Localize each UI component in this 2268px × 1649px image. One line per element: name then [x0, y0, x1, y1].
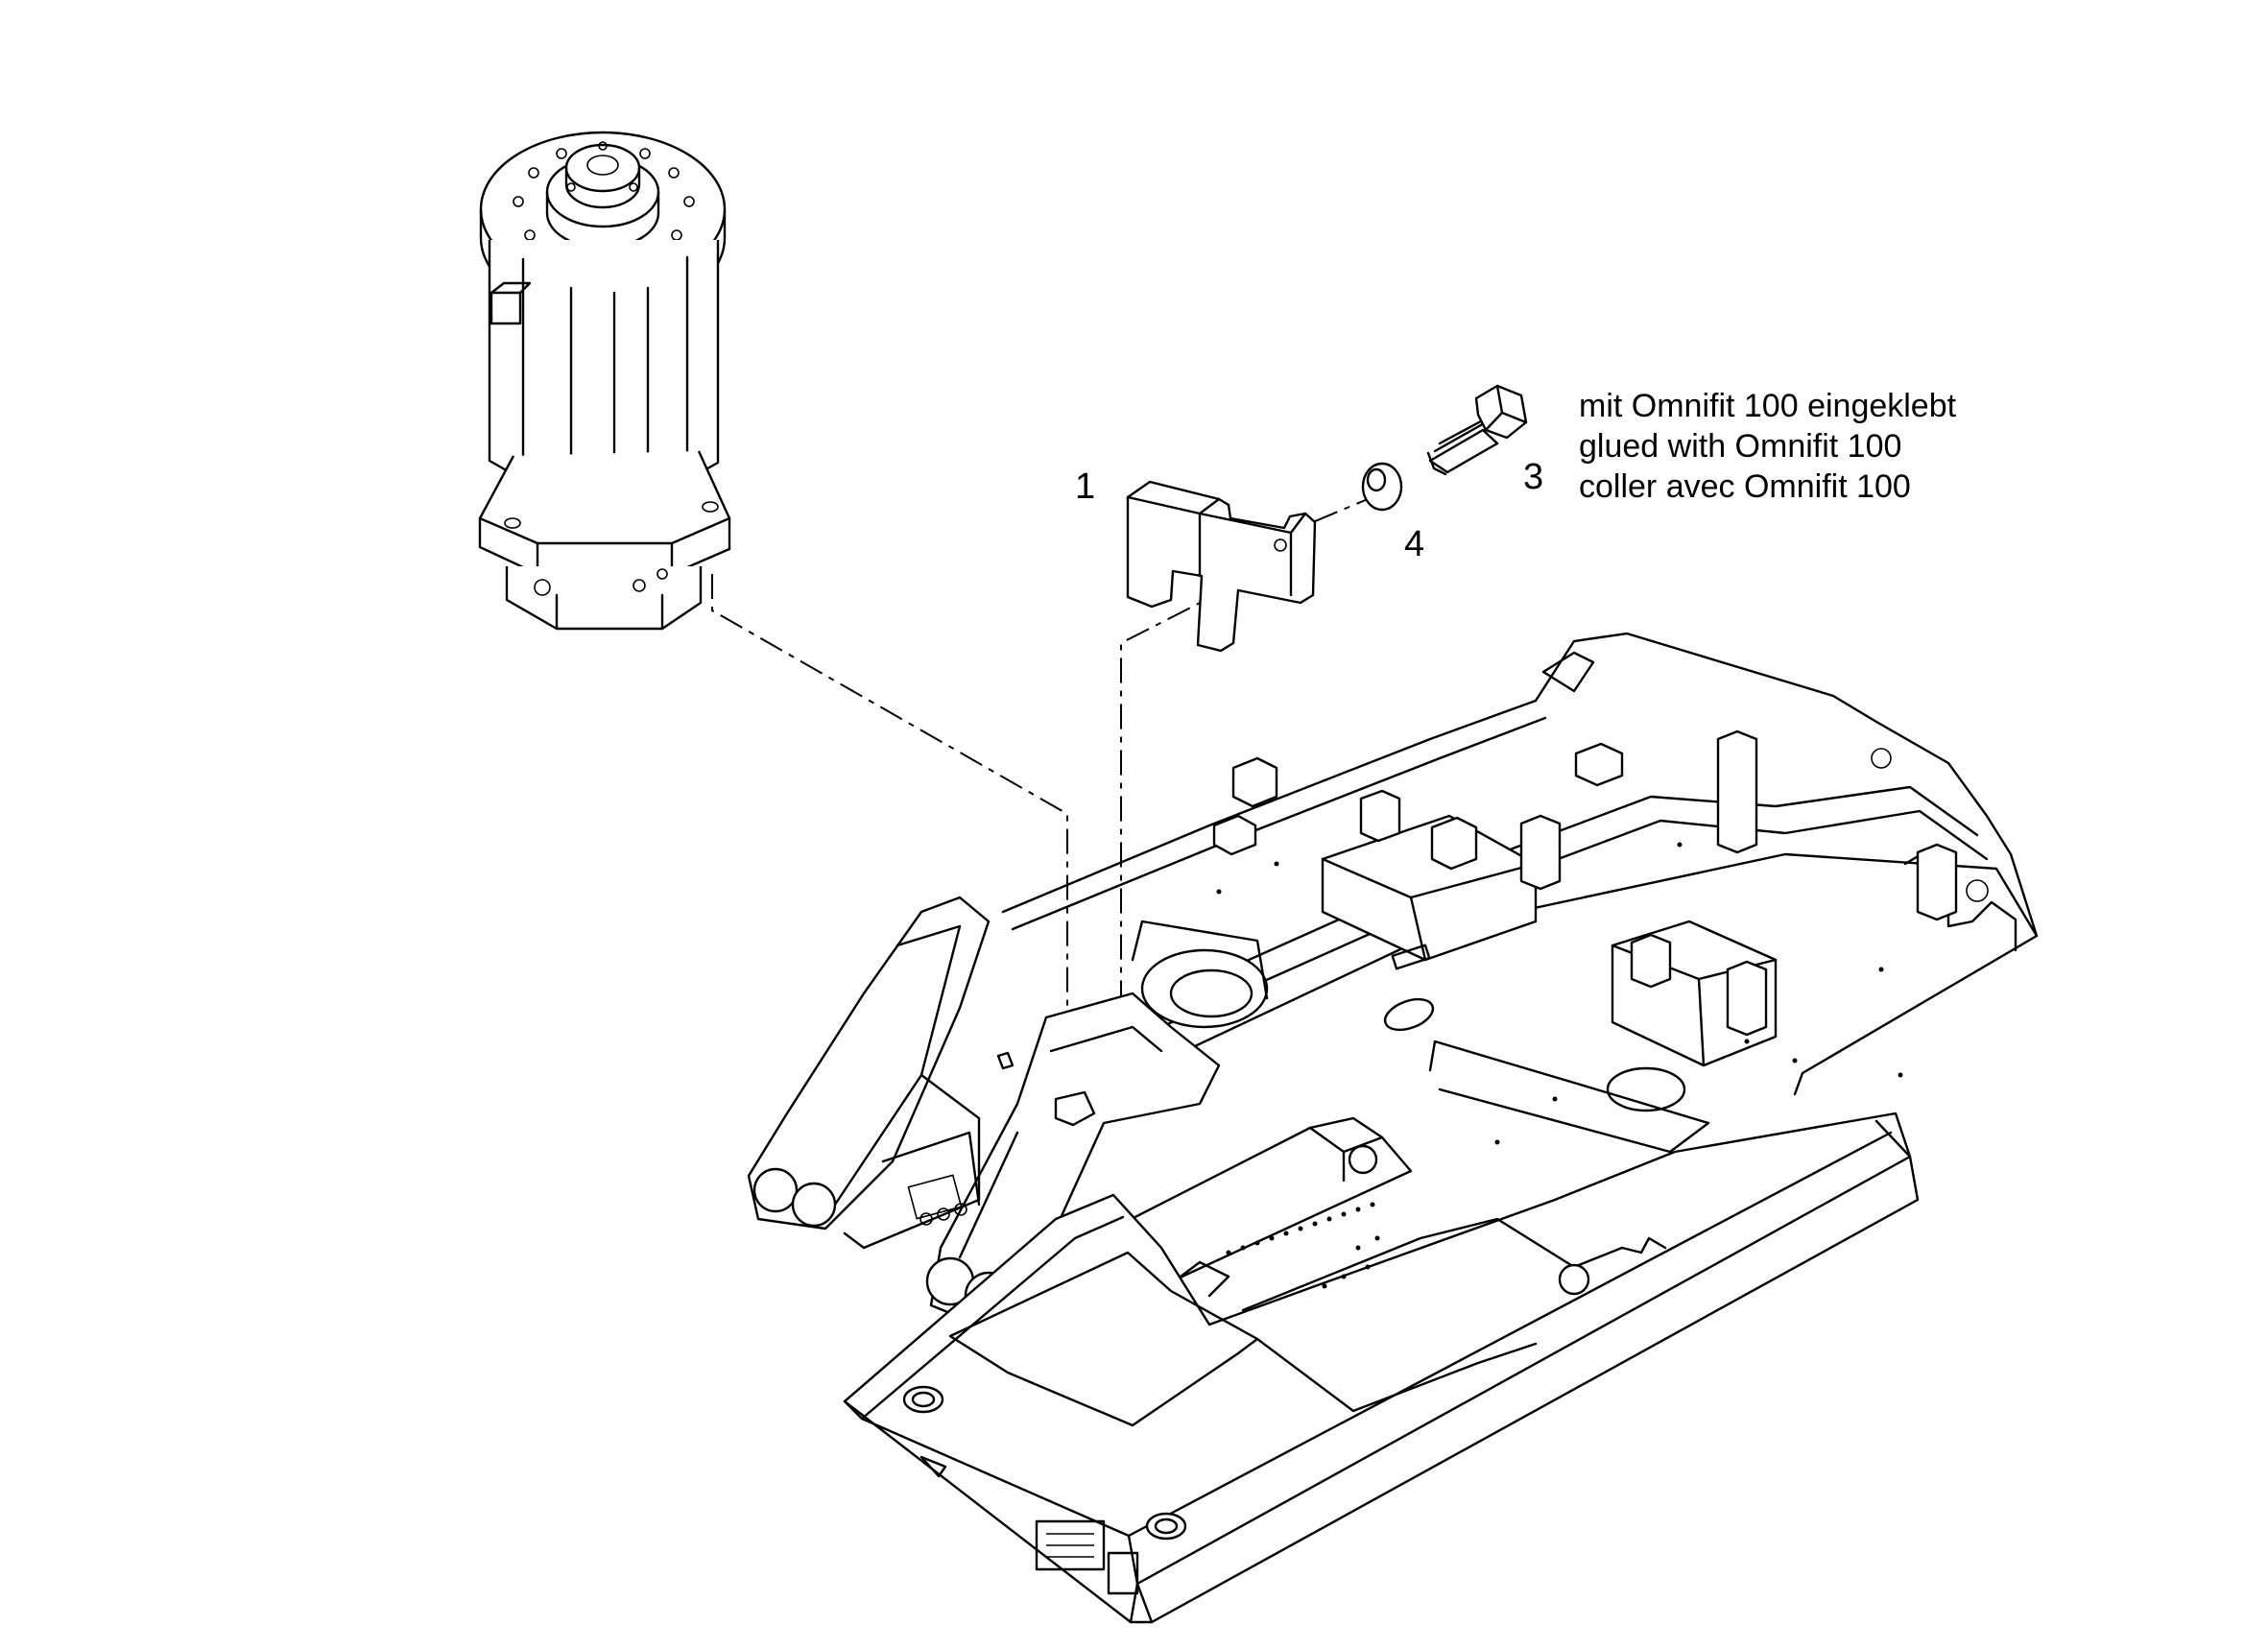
note-line-french: coller avec Omnifit 100	[1579, 468, 1911, 505]
note-line-english: glued with Omnifit 100	[1579, 428, 1902, 465]
hex-bolt-icon	[1426, 384, 1528, 476]
callout-1: 1	[1075, 466, 1096, 507]
bracket-icon	[1126, 480, 1317, 653]
callout-3: 3	[1523, 457, 1544, 497]
undercarriage-frame-icon	[747, 632, 2039, 1624]
callout-4: 4	[1404, 524, 1425, 564]
rotary-joint-icon	[478, 131, 731, 631]
washer-icon	[1361, 462, 1403, 512]
note-line-german: mit Omnifit 100 eingeklebt	[1579, 388, 1957, 424]
assembly-note: mit Omnifit 100 eingeklebt glued with Om…	[1579, 386, 1956, 507]
